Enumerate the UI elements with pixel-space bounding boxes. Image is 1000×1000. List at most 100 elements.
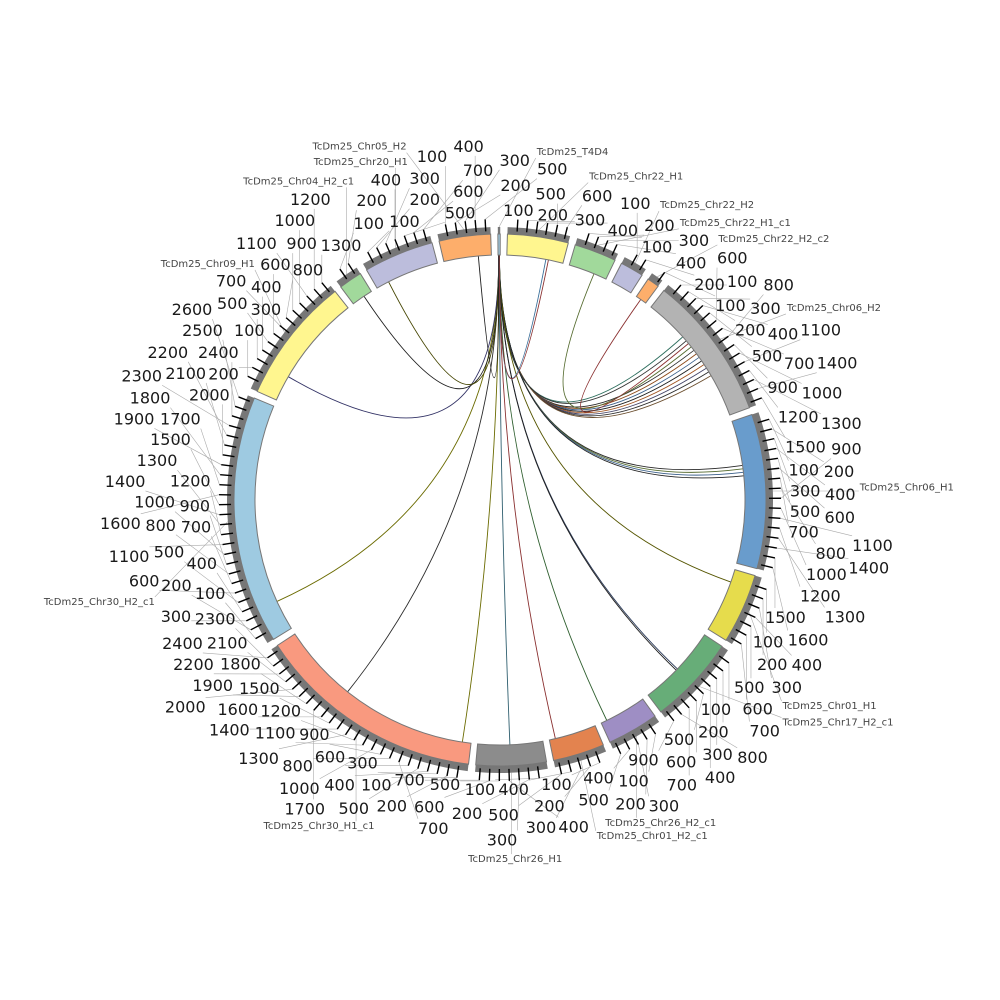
label-leader-line	[664, 272, 716, 297]
tick-mark	[602, 240, 609, 252]
tick-mark	[228, 570, 241, 575]
tick-mark	[672, 284, 682, 295]
tick-mark	[367, 251, 375, 263]
label-leader-line	[216, 572, 243, 612]
tick-mark	[735, 628, 747, 636]
label-leader-line	[528, 771, 572, 781]
tick-mark	[686, 297, 697, 308]
label-leader-line	[278, 734, 346, 750]
tick-label: 2200	[173, 655, 214, 674]
tick-mark	[754, 584, 767, 591]
tick-label: 400	[558, 817, 589, 836]
label-leader-line	[509, 780, 559, 818]
tick-label: 500	[752, 347, 783, 366]
label-leader-line	[149, 544, 223, 548]
tick-band	[363, 236, 433, 270]
label-leader-line	[482, 779, 530, 805]
ideogram-segment	[475, 740, 548, 767]
tick-label: 300	[409, 169, 440, 188]
tick-label: 700	[394, 771, 425, 790]
tick-mark	[228, 424, 241, 430]
tick-label: 1200	[800, 587, 841, 606]
label-leader-line	[247, 312, 269, 342]
label-leader-line	[776, 547, 849, 559]
label-leader-line	[444, 780, 490, 798]
tick-mark	[251, 366, 264, 374]
tick-label: 700	[784, 354, 815, 373]
tick-label: 700	[667, 775, 698, 794]
label-leader-line	[638, 744, 649, 797]
tick-label: 700	[463, 161, 494, 180]
tick-mark	[426, 759, 432, 772]
tick-mark	[648, 723, 657, 735]
ideogram-segment	[340, 272, 373, 305]
tick-label: 1200	[170, 472, 211, 491]
tick-label: 300	[347, 753, 378, 772]
label-leader-line	[367, 230, 390, 253]
tick-label: 2400	[198, 343, 239, 362]
label-leader-line	[377, 772, 438, 775]
tick-mark	[313, 700, 323, 711]
label-leader-line	[768, 419, 789, 461]
tick-mark	[362, 734, 370, 746]
tick-label: 100	[727, 272, 758, 291]
tick-label: 1300	[238, 749, 279, 768]
tick-mark	[241, 606, 254, 613]
tick-band	[507, 227, 571, 243]
label-leader-line	[779, 528, 801, 587]
label-leader-line	[780, 517, 853, 537]
chromosome-label: TcDm25_Chr26_H2_c1	[604, 818, 716, 829]
chromosome-label: TcDm25_Chr17_H2_c1	[782, 718, 894, 729]
tick-mark	[765, 457, 778, 461]
label-leader-line	[780, 458, 832, 499]
tick-label: 700	[418, 819, 449, 838]
label-leader-line	[688, 291, 736, 321]
tick-mark	[525, 220, 529, 233]
tick-mark	[238, 396, 251, 402]
tick-label: 400	[676, 254, 707, 273]
ideogram-segment	[650, 289, 751, 416]
tick-label: 900	[299, 725, 330, 744]
label-leader-line	[159, 589, 235, 594]
tick-label: 100	[620, 194, 651, 213]
tick-band	[751, 412, 774, 571]
tick-label: 2300	[121, 366, 162, 385]
label-leader-line	[191, 594, 251, 631]
label-leader-line	[368, 768, 418, 800]
tick-label: 1000	[802, 384, 843, 403]
label-leader-line	[175, 534, 230, 575]
ideogram-segment	[506, 233, 569, 264]
label-leader-line	[174, 511, 225, 555]
label-leader-line	[517, 780, 520, 831]
tick-label: 100	[465, 780, 496, 799]
label-leader-line	[154, 428, 222, 465]
tick-label: 1600	[100, 514, 141, 533]
label-leader-line	[254, 269, 285, 333]
tick-mark	[224, 444, 237, 448]
tick-mark	[554, 224, 559, 237]
tick-mark	[638, 259, 647, 271]
label-leader-line	[739, 352, 802, 384]
tick-label: 200	[534, 797, 565, 816]
tick-label: 200	[615, 794, 646, 813]
tick-mark	[456, 765, 460, 778]
tick-mark	[417, 757, 422, 769]
label-leader-line	[145, 490, 220, 515]
tick-label: 1900	[114, 409, 155, 428]
tick-mark	[733, 361, 745, 369]
label-leader-line	[776, 448, 826, 486]
tick-label: 1000	[279, 779, 320, 798]
label-leader-line	[702, 305, 768, 325]
tick-label: 1000	[274, 211, 315, 230]
tick-mark	[256, 357, 268, 366]
tick-mark	[535, 221, 539, 234]
label-leader-line	[564, 765, 591, 797]
tick-label: 200	[757, 655, 788, 674]
tick-label: 400	[186, 554, 217, 573]
tick-mark	[247, 375, 259, 383]
tick-mark	[747, 602, 760, 609]
tick-mark	[763, 554, 776, 559]
tick-mark	[353, 729, 361, 741]
